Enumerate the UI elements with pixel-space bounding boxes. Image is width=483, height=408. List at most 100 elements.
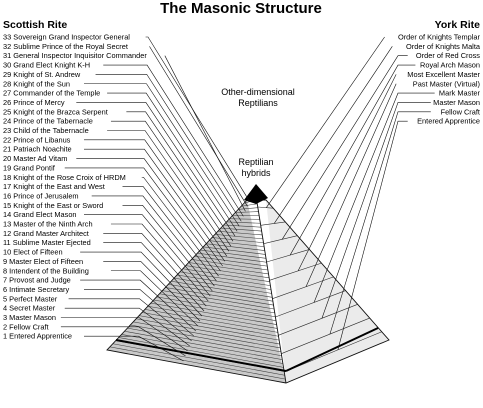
left-face-step-line <box>133 321 281 349</box>
right-face-step-line <box>260 221 286 226</box>
pyramid-right-face <box>266 200 389 383</box>
right-face-step-line <box>275 290 346 318</box>
left-face-step-line <box>238 207 258 210</box>
left-face-step-line <box>130 324 282 353</box>
scottish-rite-leaders <box>60 36 250 362</box>
right-face-step-line <box>278 304 358 336</box>
scottish-leader-line <box>149 46 248 207</box>
scottish-leader-line <box>110 120 232 247</box>
york-leader-line <box>273 46 393 224</box>
left-face-step-line <box>197 252 267 263</box>
york-leader-line <box>266 36 385 208</box>
scottish-degree-label: 3 Master Mason <box>3 313 56 322</box>
scottish-leader-line <box>103 261 201 322</box>
pyramid-right-face-lines <box>257 206 382 373</box>
york-degree-label: Master Mason <box>433 98 480 107</box>
right-face-step-line <box>269 262 322 281</box>
left-face-step-line <box>139 315 280 341</box>
scottish-degree-label: 12 Grand Master Architect <box>3 229 89 238</box>
scottish-leader-line <box>103 242 205 312</box>
left-face-step-line <box>121 334 283 364</box>
york-degree-label: Royal Arch Mason <box>420 61 480 70</box>
scottish-leader-line <box>107 130 230 252</box>
scottish-leader-line <box>141 176 219 277</box>
scottish-degree-label: 32 Sublime Prince of the Royal Secret <box>3 42 128 51</box>
left-face-step-line <box>226 221 261 224</box>
left-face-step-line <box>235 211 259 213</box>
york-rite-heading: York Rite <box>435 19 480 31</box>
york-degree-label: Order of Knights Templar <box>398 33 481 42</box>
scottish-degree-label: 31 General Inspector Inquisitor Commande… <box>3 51 147 60</box>
master-mason-divider-right <box>285 327 379 372</box>
left-face-step-line <box>194 255 268 267</box>
york-leader-line <box>329 111 431 335</box>
pyramid-apex <box>244 184 268 204</box>
right-face-step-line <box>272 276 334 299</box>
left-face-step-line <box>136 318 280 345</box>
master-mason-divider-left <box>115 339 287 372</box>
scottish-leader-line <box>126 111 234 242</box>
scottish-leader-line <box>95 74 242 222</box>
scottish-degree-label: 8 Intendent of the Building <box>3 266 89 275</box>
left-face-step-line <box>168 284 273 302</box>
scottish-leader-line <box>107 92 238 232</box>
left-face-step-line <box>118 337 284 368</box>
scottish-leader-line <box>110 270 199 327</box>
scottish-leader-line <box>84 83 240 227</box>
left-face-step-line <box>150 302 277 325</box>
left-face-step-line <box>156 296 276 318</box>
right-face-step-line <box>257 206 274 209</box>
scottish-leader-line <box>145 36 250 202</box>
left-face-step-line <box>191 259 268 271</box>
left-face-step-line <box>171 280 273 298</box>
left-face-step-line <box>127 327 282 356</box>
left-face-step-line <box>241 203 258 207</box>
left-face-step-line <box>214 234 263 240</box>
left-face-step-line <box>182 268 270 282</box>
scottish-leader-line <box>64 307 190 347</box>
scottish-degree-label: 24 Prince of the Tabernacle <box>3 117 93 126</box>
scottish-degree-label: 6 Intimate Secretary <box>3 285 69 294</box>
left-face-step-line <box>179 271 271 286</box>
left-face-step-line <box>109 346 286 380</box>
scottish-leader-line <box>84 289 194 337</box>
left-face-step-line <box>203 246 266 255</box>
pyramid-front-edge <box>255 195 287 384</box>
scottish-degree-label: 25 Knight of the Brazca Serpent <box>3 107 108 116</box>
scottish-degree-label: 13 Master of the Ninth Arch <box>3 220 93 229</box>
scottish-leader-line <box>122 205 213 292</box>
york-leader-line <box>337 120 408 350</box>
scottish-degree-label: 15 Knight of the East or Sword <box>3 201 103 210</box>
york-leader-line <box>289 64 416 256</box>
scottish-degree-label: 33 Sovereign Grand Inspector General <box>3 33 130 42</box>
left-face-step-line <box>223 224 262 228</box>
scottish-leader-line <box>91 195 215 287</box>
york-degree-label: Order of Knights Malta <box>406 42 481 51</box>
left-face-step-line <box>147 305 278 329</box>
scottish-leader-line <box>164 55 246 212</box>
york-degree-label: Fellow Craft <box>441 107 480 116</box>
left-face-step-line <box>200 249 267 259</box>
york-leader-line <box>321 102 431 319</box>
left-face-step-line <box>217 230 263 236</box>
scottish-leader-line <box>64 167 221 272</box>
scottish-leader-line <box>84 214 211 297</box>
scottish-leader-line <box>103 233 207 307</box>
page-title: The Masonic Structure <box>160 0 322 17</box>
reptilian-hybrids-note-line1: Reptilian <box>238 157 273 167</box>
left-face-step-line <box>209 240 265 247</box>
left-face-step-line <box>141 312 279 337</box>
scottish-degree-label: 11 Sublime Master Ejected <box>3 238 91 247</box>
scottish-leader-line <box>84 335 184 362</box>
scottish-leader-line <box>60 317 188 352</box>
scottish-leader-line <box>103 64 244 217</box>
scottish-leader-line <box>80 279 197 332</box>
york-leader-line <box>305 83 397 287</box>
scottish-leader-line <box>76 158 223 267</box>
scottish-degree-label: 14 Grand Elect Mason <box>3 210 77 219</box>
scottish-degree-label: 4 Secret Master <box>3 304 56 313</box>
